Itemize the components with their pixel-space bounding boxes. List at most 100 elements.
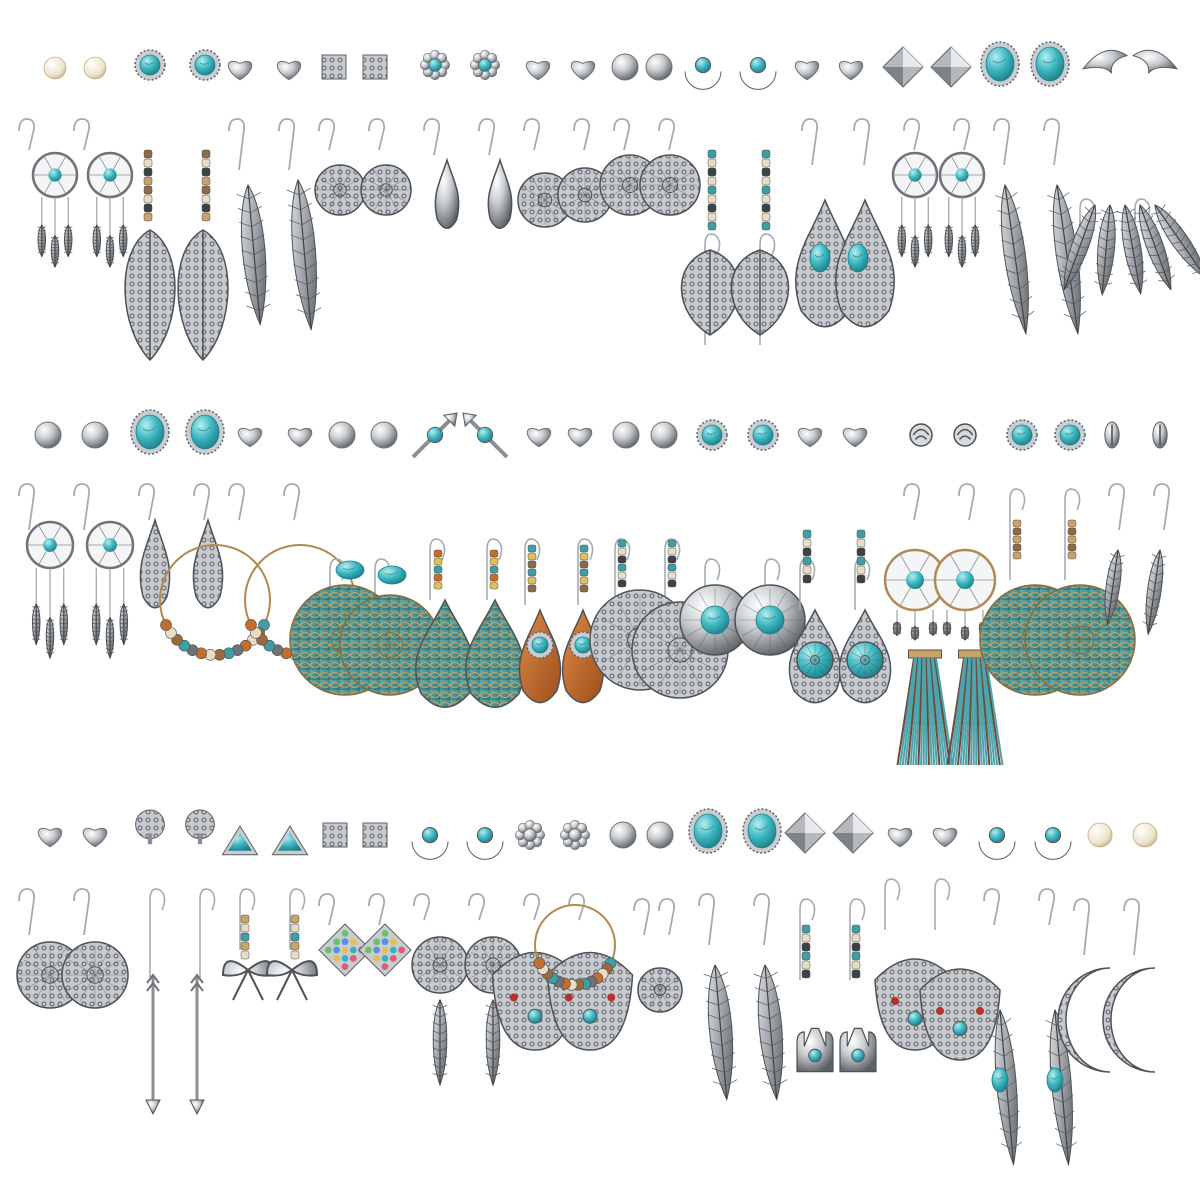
feather-drop xyxy=(1117,204,1148,295)
dreamcatcher-drop xyxy=(891,151,939,267)
feather-drop xyxy=(91,603,101,646)
crescent-turquoise-stud xyxy=(978,826,1016,860)
flower-stud xyxy=(470,49,500,81)
dreamcatcher-drop xyxy=(938,151,986,267)
hamsa-hand-drop xyxy=(796,1027,834,1073)
crescent-turquoise-stud xyxy=(739,56,777,90)
feather-drop xyxy=(50,234,60,269)
bead-stack xyxy=(851,924,861,979)
feather-drop xyxy=(703,963,738,1101)
heart-stud xyxy=(794,61,820,81)
feather-drop xyxy=(970,224,980,258)
mandala-center xyxy=(796,641,834,679)
bead-stack xyxy=(802,529,812,584)
bead-stack xyxy=(579,544,589,593)
heart-stud xyxy=(526,428,552,448)
turquoise-stud xyxy=(755,605,785,635)
filigree-leaf-drop xyxy=(177,229,229,362)
turquoise-stud xyxy=(134,49,166,81)
cowrie-shell-stud xyxy=(1104,421,1120,449)
bead-stack xyxy=(143,149,153,222)
feather-drop xyxy=(485,998,501,1087)
silver-ball-stud xyxy=(34,421,62,449)
turquoise-stud xyxy=(185,409,225,455)
scroll-teardrop-drop xyxy=(139,517,171,609)
turquoise-stud xyxy=(526,631,554,659)
feather-drop xyxy=(923,224,933,258)
feather-drop xyxy=(1060,204,1102,291)
rose-medallion-drop xyxy=(639,154,701,216)
bead-stack xyxy=(527,544,537,593)
feather-drop xyxy=(960,625,970,641)
cowrie-shell-stud xyxy=(1152,421,1168,449)
feather-drop xyxy=(105,234,115,269)
feather-drop xyxy=(37,224,47,258)
feather-drop xyxy=(897,224,907,258)
fan-medallion-drop xyxy=(314,164,366,216)
earrings-group xyxy=(16,41,1200,1167)
feather-drop xyxy=(286,178,322,332)
heart-stud xyxy=(932,828,958,848)
crescent-moon-drop xyxy=(1102,967,1156,1073)
mandala-stone-drop xyxy=(411,936,469,994)
turquoise-stud xyxy=(700,605,730,635)
feather-drop xyxy=(910,625,920,641)
bead-stack xyxy=(856,529,866,584)
heart-stud xyxy=(570,61,596,81)
silver-ball-stud xyxy=(370,421,398,449)
turquoise-stud xyxy=(688,808,728,854)
filigree-leaf-drop xyxy=(124,229,176,362)
bird-stud xyxy=(1131,49,1179,74)
arrow-drop xyxy=(145,973,161,1116)
feather-drop xyxy=(31,603,41,646)
crescent-turquoise-stud xyxy=(411,826,449,860)
feather-drop xyxy=(944,224,954,258)
turquoise-stud xyxy=(980,41,1020,87)
pyramid-stud xyxy=(882,46,924,88)
crescent-turquoise-stud xyxy=(466,826,504,860)
scroll-teardrop-drop xyxy=(192,517,224,609)
filigree-square-stud xyxy=(362,54,388,80)
flower-stud xyxy=(559,819,590,850)
silver-ball-stud xyxy=(611,53,639,81)
tassel-drop xyxy=(946,649,1004,766)
statement-chandelier-drop xyxy=(919,968,1001,1061)
heart-stud xyxy=(227,61,253,81)
flower-stud xyxy=(420,49,450,81)
cowrie-shell-drop xyxy=(487,157,513,229)
silver-ball-stud xyxy=(609,821,637,849)
tassel-drop xyxy=(896,649,954,766)
silver-ball-stud xyxy=(612,421,640,449)
feather-drop xyxy=(928,621,938,637)
shell-fan-drop xyxy=(557,167,613,223)
heart-stud xyxy=(237,428,263,448)
filigree-leaf-drop xyxy=(680,249,740,336)
feather-drop xyxy=(1133,204,1175,291)
turquoise-triangle-stud xyxy=(271,825,309,856)
turquoise-stud xyxy=(847,243,869,273)
bird-stud xyxy=(1081,49,1129,74)
heart-stud xyxy=(567,428,593,448)
bow-drop xyxy=(221,960,275,1001)
silver-ball-stud xyxy=(645,53,673,81)
heart-stud xyxy=(842,428,868,448)
flower-stud xyxy=(514,819,545,850)
bead-stack xyxy=(1012,519,1022,560)
heart-stud xyxy=(797,428,823,448)
feather-drop xyxy=(105,616,115,660)
feather-drop xyxy=(942,621,952,637)
pearl-stud xyxy=(1087,822,1113,848)
shell-fan-drop xyxy=(517,172,573,228)
pyramid-stud xyxy=(832,812,874,854)
heart-stud xyxy=(37,828,63,848)
filigree-square-stud xyxy=(322,822,348,848)
bead-stack xyxy=(1067,519,1077,560)
feather-drop xyxy=(59,603,69,646)
feather-drop xyxy=(995,183,1035,336)
patina-lace-teardrop-drop xyxy=(465,598,525,708)
crescent-moon-drop xyxy=(1057,967,1111,1073)
statement-chandelier-drop xyxy=(546,951,634,1051)
silver-ball-stud xyxy=(650,421,678,449)
feather-drop xyxy=(910,234,920,269)
turquoise-stud xyxy=(696,419,728,451)
